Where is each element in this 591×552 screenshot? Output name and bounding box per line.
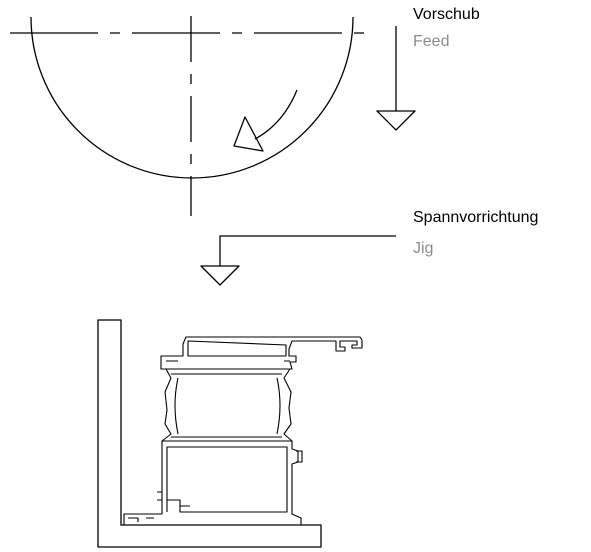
jig-arrow-shaft — [219, 235, 396, 266]
jig-arrow — [200, 235, 396, 286]
jig-fixture — [97, 319, 322, 548]
cutter — [10, 16, 372, 216]
feed-arrow-head — [376, 110, 416, 131]
jig-label-english: Jig — [413, 240, 434, 257]
jig-label: Spannvorrichtung — [413, 209, 539, 226]
rotation-arrow-arc — [254, 89, 298, 140]
cutter-arc — [30, 16, 354, 179]
feed-label-english: Feed — [413, 33, 450, 50]
feed-arrow — [376, 26, 416, 131]
jig-arrow-head — [200, 265, 240, 286]
feed-label: Vorschub — [413, 6, 480, 23]
rotation-arrow-head — [233, 116, 264, 152]
window-profile — [123, 336, 363, 526]
